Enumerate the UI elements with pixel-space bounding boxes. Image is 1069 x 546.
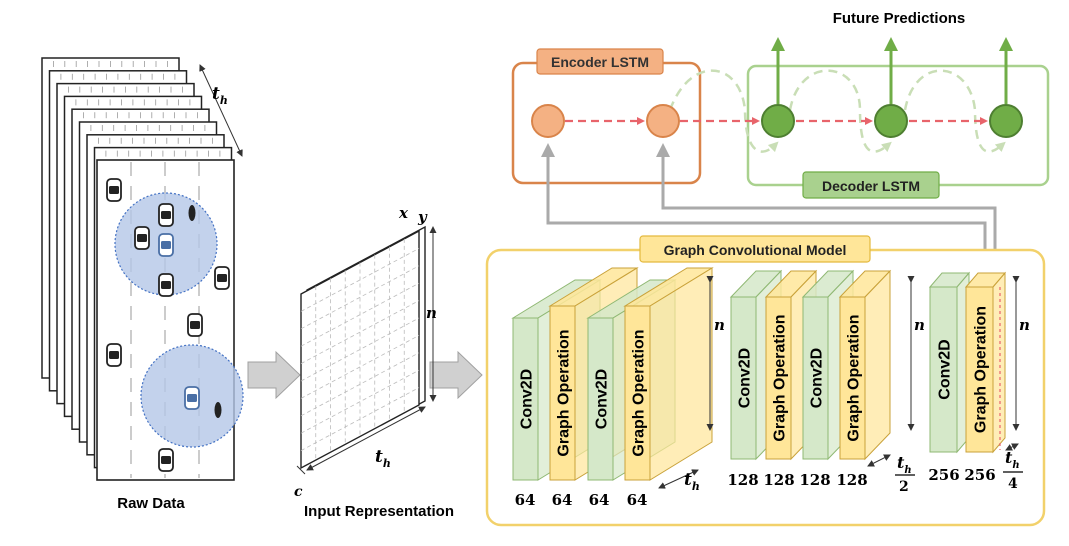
gcm-n-label-1: n [714, 316, 725, 334]
channel-count: 128 [727, 471, 758, 489]
channel-count: 128 [763, 471, 794, 489]
encoder-label-tag: Encoder LSTM [536, 48, 664, 75]
layer-label: Conv2D [737, 348, 754, 408]
layer-label: Conv2D [937, 339, 954, 399]
big-arrow-1 [247, 350, 301, 400]
channel-count: 128 [799, 471, 830, 489]
layer-blocks: Conv2D Graph Operation Conv2D Graph Operati… [511, 267, 1007, 481]
vehicle-icon [158, 273, 174, 297]
decoder-label: Decoder LSTM [822, 178, 920, 194]
graph-operation-layer: Graph Operation [838, 269, 892, 461]
vehicle-icon [106, 343, 122, 367]
motorcycle-icon [214, 402, 222, 418]
svg-text:th: th [1005, 448, 1020, 471]
svg-text:2: 2 [899, 479, 909, 495]
vehicle-icon [134, 226, 150, 250]
layer-label: Graph Operation [772, 314, 789, 441]
svg-text:th: th [897, 453, 912, 476]
layer-label: Graph Operation [631, 329, 648, 456]
y-axis-label: y [417, 208, 428, 226]
depth-arrows [658, 443, 1019, 489]
gcm-n-label-2: n [914, 316, 925, 334]
decoder-node [874, 104, 908, 138]
vehicle-icon [184, 386, 200, 410]
raw-time-arrow: th [199, 64, 243, 157]
input-c-label: c [294, 484, 303, 500]
graph-operation-layer: Graph Operation [623, 267, 714, 481]
layer-label: Conv2D [519, 369, 536, 429]
conv2d-layer: Conv2D [928, 271, 971, 454]
gcm-n-label-3: n [1019, 316, 1030, 334]
decoder-label-tag: Decoder LSTM [802, 171, 940, 199]
x-axis-label: x [398, 204, 409, 222]
gcm-label-tag: Graph Convolutional Model [639, 235, 871, 263]
gcm-label: Graph Convolutional Model [664, 242, 847, 258]
channel-count: 128 [836, 471, 867, 489]
layer-label: Graph Operation [846, 314, 863, 441]
vehicle-icon [214, 266, 230, 290]
layer-label: Conv2D [594, 369, 611, 429]
th-over-4: th 4 [1003, 448, 1023, 492]
vehicle-icon [158, 233, 174, 257]
decoder-node [761, 104, 795, 138]
gcm-th-label-1: th [684, 470, 700, 493]
road-scene [96, 159, 244, 481]
vehicle-icon [187, 313, 203, 337]
raw-data-label: Raw Data [117, 495, 185, 512]
channel-count: 64 [515, 491, 536, 509]
svg-text:4: 4 [1008, 476, 1018, 492]
input-representation-label: Input Representation [304, 503, 454, 520]
vehicle-icon [158, 448, 174, 472]
recurrent-loops [668, 69, 1006, 153]
vehicle-icon [106, 178, 122, 202]
th-over-2: th 2 [895, 453, 915, 495]
input-tensor [296, 225, 437, 475]
input-th-label: th [375, 447, 391, 470]
motorcycle-icon [188, 205, 196, 221]
raw-th-label: th [212, 84, 228, 107]
layer-label: Conv2D [809, 348, 826, 408]
encoder-label: Encoder LSTM [551, 54, 649, 70]
encoder-node [646, 104, 680, 138]
channel-count: 256 [928, 466, 959, 484]
encoder-node [531, 104, 565, 138]
layer-label: Graph Operation [556, 329, 573, 456]
channel-count: 64 [627, 491, 648, 509]
layer-label: Graph Operation [973, 306, 990, 433]
future-predictions-label: Future Predictions [833, 10, 966, 27]
graph-operation-layer: Graph Operation [964, 271, 1007, 454]
n-dimension-arrows [706, 276, 1020, 431]
channel-count: 64 [589, 491, 610, 509]
channel-count: 64 [552, 491, 573, 509]
vehicle-icon [158, 203, 174, 227]
channel-labels: 64 64 64 64 128 128 128 128 256 256 [515, 466, 996, 509]
input-n-label: n [426, 304, 437, 322]
decoder-node [989, 104, 1023, 138]
channel-count: 256 [964, 466, 995, 484]
big-arrow-2 [429, 350, 483, 400]
prediction-arrows [771, 37, 1013, 104]
